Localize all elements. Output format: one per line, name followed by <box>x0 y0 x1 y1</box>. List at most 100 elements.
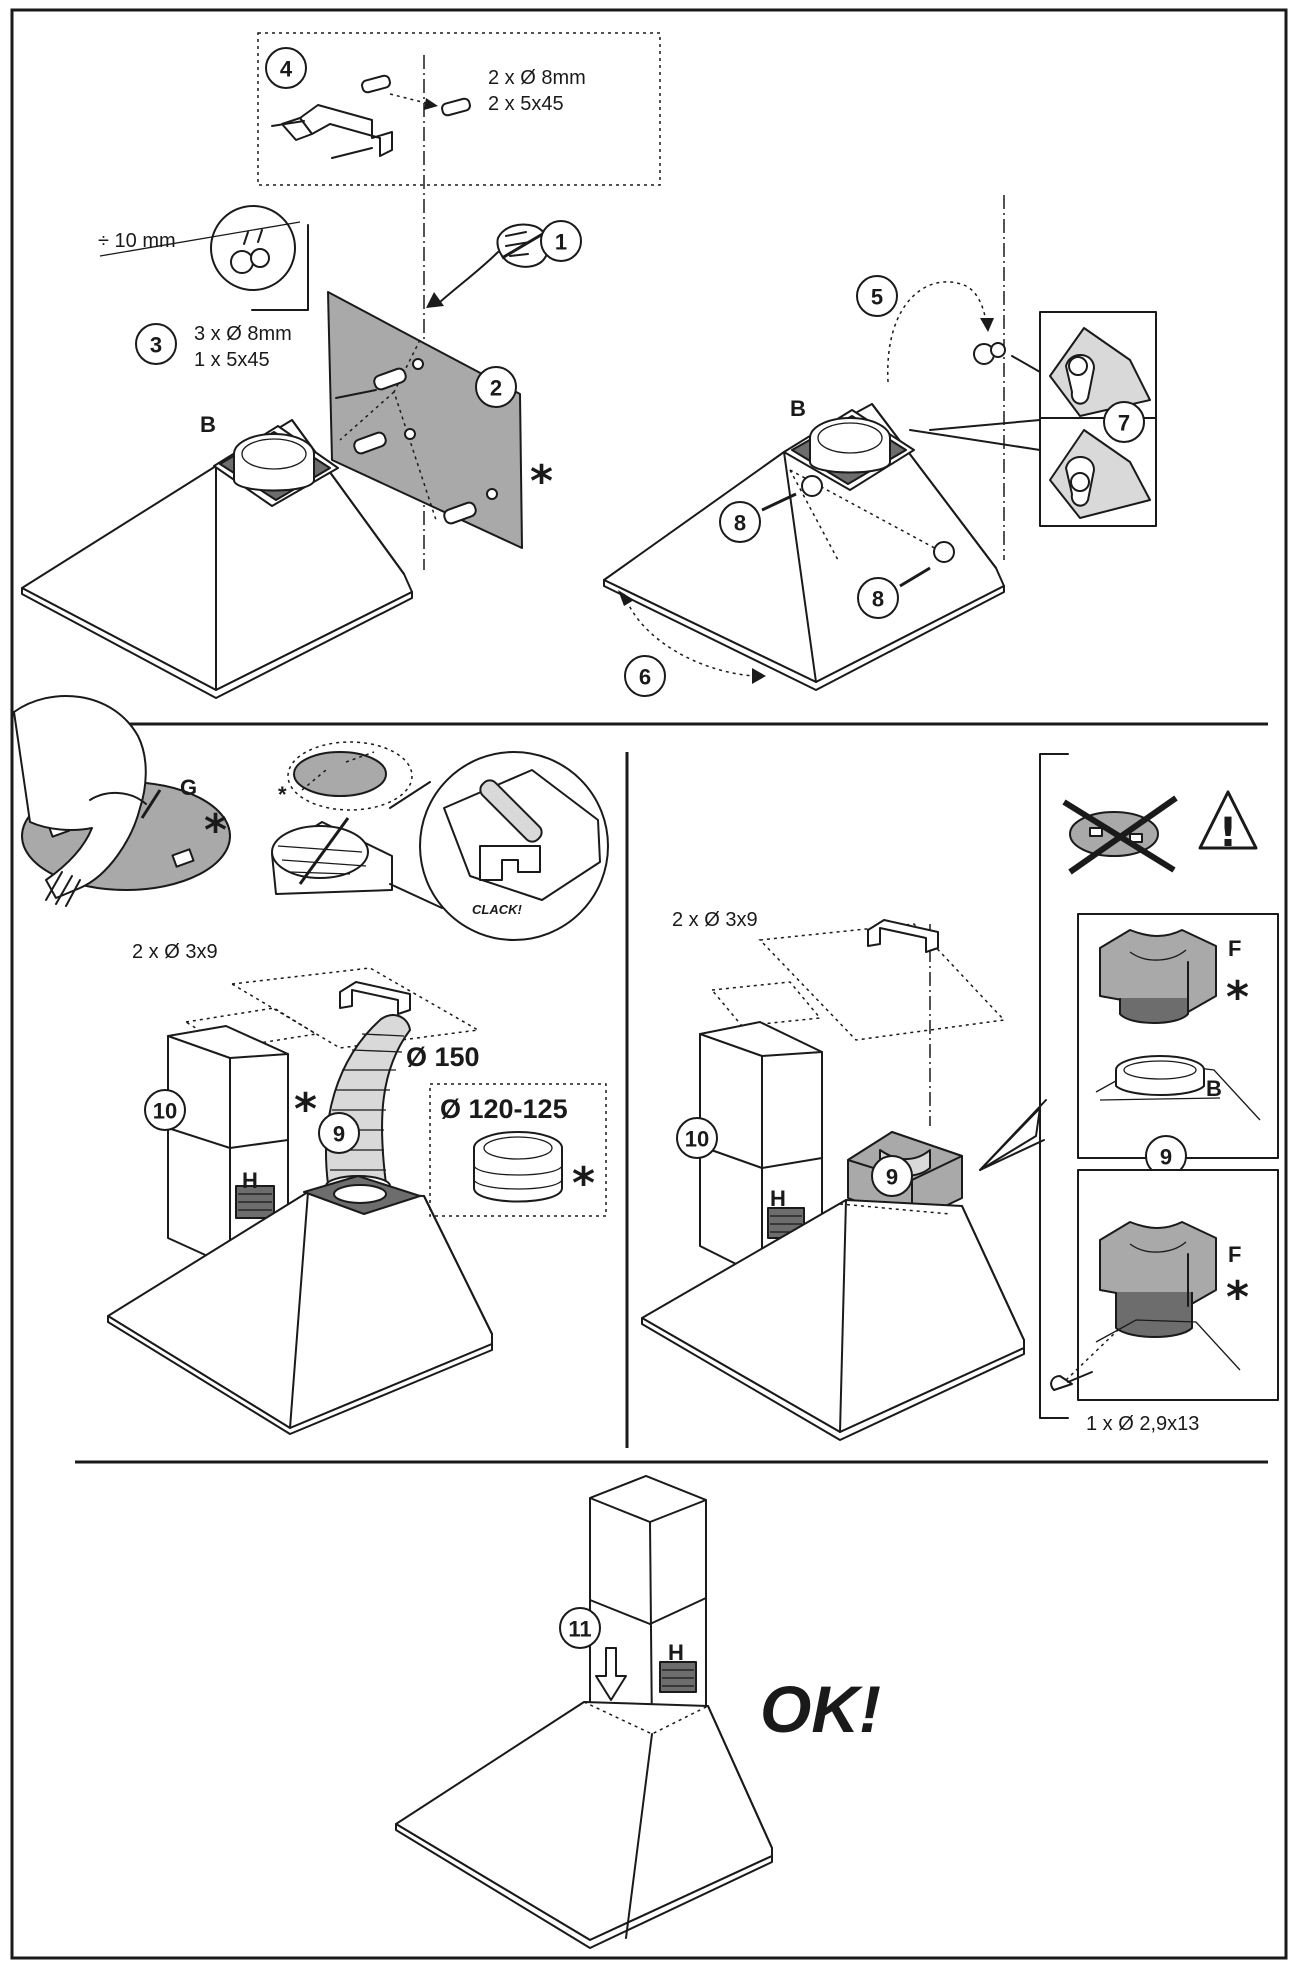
filter-bottom-unit <box>1050 1221 1241 1391</box>
detail-column-bracket <box>1039 753 1069 1419</box>
callout-step5: 5 <box>856 275 898 317</box>
label-b-2: B <box>790 396 806 421</box>
svg-text:9: 9 <box>886 1165 898 1190</box>
hood-3 <box>107 1175 493 1435</box>
label-b-3: B <box>1206 1076 1222 1101</box>
panel-wall-fixing: 2 x Ø 8mm 2 x 5x45 ÷ 10 mm <box>21 32 661 699</box>
filter-top-unit <box>1099 929 1217 1024</box>
label-h-3: H <box>668 1640 684 1665</box>
no-filter-warning: ! <box>1062 790 1258 875</box>
slide-down-arrow <box>595 1647 627 1701</box>
duct-150-label: Ø 150 <box>406 1042 480 1072</box>
callout-step6: 6 <box>624 655 666 697</box>
dowels-step3 <box>335 367 477 525</box>
star-chimney-1: * <box>294 1084 317 1135</box>
reducer-ring <box>473 1131 563 1203</box>
ceiling-bracket-2 <box>867 919 939 953</box>
ok-label: OK! <box>760 1672 881 1746</box>
screws-step4 <box>271 120 373 159</box>
arrow-step4 <box>424 98 438 110</box>
svg-text:5: 5 <box>871 285 883 310</box>
callout-step9-left: 9 <box>318 1112 360 1154</box>
svg-text:11: 11 <box>568 1617 591 1642</box>
hood-1 <box>21 419 413 699</box>
clack-label: CLACK! <box>472 902 522 917</box>
chimney-10-left <box>167 1025 289 1269</box>
svg-text:!: ! <box>1219 810 1237 856</box>
svg-text:8: 8 <box>734 511 746 536</box>
callout-step3: 3 <box>135 323 177 365</box>
hood-final <box>395 1701 773 1949</box>
hood-4 <box>641 1199 1025 1441</box>
arrow-step6-right <box>752 668 766 684</box>
svg-text:10: 10 <box>685 1127 709 1152</box>
label-b-1: B <box>200 412 216 437</box>
arrow-step1 <box>426 292 444 308</box>
star-reducer: * <box>572 1158 595 1209</box>
drilling-template <box>327 291 523 549</box>
warning-triangle <box>1198 790 1258 850</box>
screws-3x9-label-1: 2 x Ø 3x9 <box>132 941 218 963</box>
svg-text:9: 9 <box>1160 1145 1172 1170</box>
wall-bracket <box>281 104 393 157</box>
callout-step2: 2 <box>475 366 517 408</box>
screw-29x13-label: 1 x Ø 2,9x13 <box>1086 1413 1199 1435</box>
svg-text:4: 4 <box>280 57 293 82</box>
label-f-1: F <box>1228 936 1241 961</box>
callout-step10-left: 10 <box>144 1089 186 1131</box>
callout-step1: 1 <box>540 220 582 262</box>
panel-ducted-version: G * CLACK! * 2 x Ø 3x9 <box>13 694 609 1435</box>
label-h-1: H <box>242 1168 258 1193</box>
hand-pencil-step1 <box>426 223 550 308</box>
star-template: * <box>530 456 553 507</box>
panel-hood-hanging: B 5 6 7 8 8 <box>603 195 1157 697</box>
chimney-final <box>589 1475 707 1735</box>
gap-detail <box>99 205 301 291</box>
dowels-step4 <box>361 74 471 117</box>
callout-step8-a: 8 <box>719 501 761 543</box>
label-g: G <box>180 775 197 800</box>
callout-step9-right: 9 <box>871 1155 913 1197</box>
svg-text:1: 1 <box>555 230 567 255</box>
flexible-duct <box>325 1014 411 1197</box>
hood-2 <box>603 403 1005 691</box>
check-valve-detail <box>271 741 609 941</box>
wall-corner-edge <box>251 287 309 311</box>
step4-spec-line2: 2 x 5x45 <box>488 93 564 115</box>
star-filter: * <box>204 805 227 856</box>
step4-spec-line1: 2 x Ø 8mm <box>488 67 586 89</box>
star-filter-f-2: * <box>1226 1272 1249 1323</box>
step3-spec-line2: 1 x 5x45 <box>194 349 270 371</box>
callout-step7: 7 <box>1103 401 1145 443</box>
ceiling-bracket-1 <box>339 981 411 1015</box>
callout-step10-right: 10 <box>676 1117 718 1159</box>
screws-3x9-label-2: 2 x Ø 3x9 <box>672 909 758 931</box>
step4-detail-box <box>257 32 661 186</box>
arrow-step5 <box>980 318 994 332</box>
star-valve: * <box>278 782 287 807</box>
grease-filter-removal <box>13 694 231 907</box>
svg-text:6: 6 <box>639 665 651 690</box>
label-f-2: F <box>1228 1242 1241 1267</box>
gap-label: ÷ 10 mm <box>98 230 176 252</box>
callout-step8-b: 8 <box>857 577 899 619</box>
svg-text:10: 10 <box>153 1099 177 1124</box>
label-h-2: H <box>770 1186 786 1211</box>
callout-step11: 11 <box>559 1607 601 1649</box>
svg-text:9: 9 <box>333 1122 345 1147</box>
arrow-step6-left <box>618 590 634 606</box>
callout-step9-detail: 9 <box>1145 1135 1187 1177</box>
svg-text:8: 8 <box>872 587 884 612</box>
duct-120-125-label: Ø 120-125 <box>440 1094 568 1124</box>
panel-filter-version: 2 x Ø 3x9 H <box>641 753 1279 1441</box>
svg-text:2: 2 <box>490 376 502 401</box>
outer-frame <box>10 8 1288 1960</box>
star-filter-f-1: * <box>1226 972 1249 1023</box>
callout-step4: 4 <box>265 47 307 89</box>
svg-text:7: 7 <box>1118 411 1130 436</box>
step3-spec-line1: 3 x Ø 8mm <box>194 323 292 345</box>
svg-text:3: 3 <box>150 333 162 358</box>
panel-final-assembly: H 11 OK! <box>395 1475 881 1949</box>
